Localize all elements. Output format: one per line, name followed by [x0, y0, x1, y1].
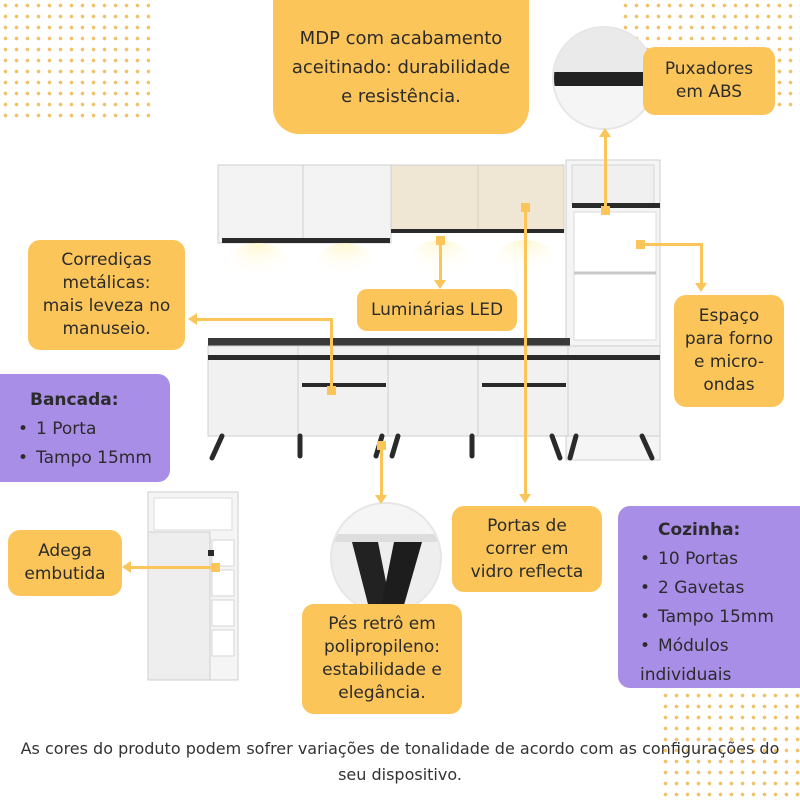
upper-cabinet-left [217, 164, 304, 244]
dot-pattern-bottom-right [660, 690, 800, 800]
arrow-espaco [695, 283, 707, 292]
cozinha-panel: Cozinha: 10 Portas 2 Gavetas Tampo 15mm … [618, 506, 800, 688]
handle-detail-circle [552, 26, 656, 130]
connector-adega [130, 566, 214, 569]
upper-cabinet-left-2 [302, 164, 392, 244]
dot-pattern-top-left [0, 0, 150, 120]
leg-detail-circle [330, 502, 442, 614]
arrow-corredicas [188, 313, 197, 325]
marker-corredicas [327, 386, 336, 395]
bancada-item: 1 Porta [18, 415, 170, 444]
cozinha-item: 10 Portas [640, 545, 800, 574]
marker-adega [211, 563, 220, 572]
callout-adega: Adega embutida [8, 530, 122, 596]
connector-corredicas [196, 318, 332, 321]
cozinha-item: Módulos individuais [640, 632, 800, 690]
callout-pes: Pés retrô em polipropileno: estabilidade… [302, 604, 462, 714]
callout-luminarias: Luminárias LED [357, 289, 517, 331]
arrow-adega [122, 561, 131, 573]
connector-puxadores [604, 135, 607, 210]
arrow-pes [375, 495, 387, 504]
cozinha-item: Tampo 15mm [640, 603, 800, 632]
bancada-item: Tampo 15mm [18, 444, 170, 473]
cozinha-title: Cozinha: [658, 520, 741, 540]
upper-handle-bar [222, 238, 390, 243]
callout-puxadores: Puxadores em ABS [643, 47, 775, 115]
callout-corredicas: Corrediças metálicas: mais leveza no man… [28, 240, 185, 350]
callout-portas: Portas de correr em vidro reflecta [452, 506, 602, 592]
color-disclaimer: As cores do produto podem sofrer variaçõ… [20, 739, 780, 784]
connector-luminarias [439, 238, 442, 280]
bancada-panel: Bancada: 1 Porta Tampo 15mm [0, 374, 170, 482]
marker-puxadores [601, 206, 610, 215]
marker-portas [521, 203, 530, 212]
connector-espaco [640, 243, 702, 246]
countertop [208, 338, 570, 346]
arrow-luminarias [434, 280, 446, 289]
connector-pes [380, 444, 383, 496]
connector-portas [524, 205, 527, 495]
bancada-list: 1 Porta Tampo 15mm [18, 415, 170, 473]
marker-pes [377, 441, 386, 450]
connector-corredicas-v [330, 318, 333, 390]
connector-espaco-v [700, 243, 703, 283]
cozinha-list: 10 Portas 2 Gavetas Tampo 15mm Módulos i… [640, 545, 800, 690]
arrow-portas [519, 494, 531, 503]
bancada-title: Bancada: [30, 390, 119, 410]
arrow-puxadores [599, 128, 611, 137]
marker-espaco [636, 240, 645, 249]
marker-luminarias [436, 236, 445, 245]
callout-espaco: Espaço para forno e micro- ondas [674, 295, 784, 407]
callout-mdp: MDP com acabamento aceitinado: durabilid… [273, 0, 529, 134]
cozinha-item: 2 Gavetas [640, 574, 800, 603]
